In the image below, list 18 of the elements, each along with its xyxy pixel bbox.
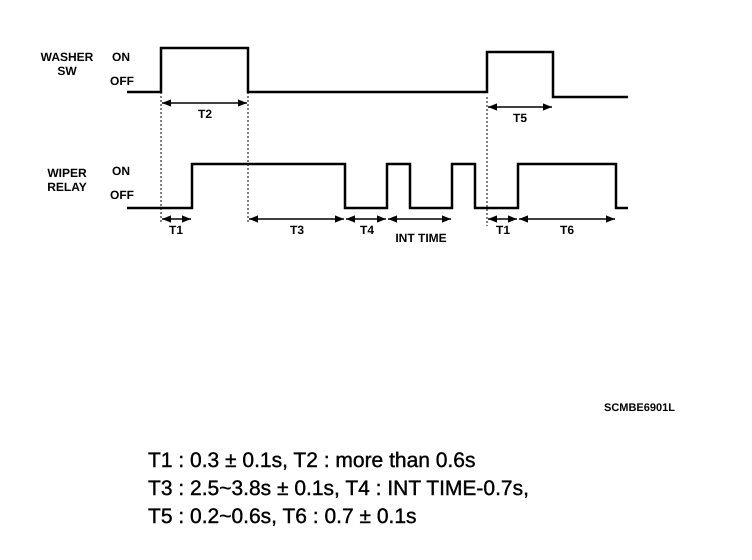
signal-name: WIPER RELAY [46,166,88,195]
figure-code: SCMBE6901L [604,402,675,416]
time-label: T5 [513,111,527,126]
time-label: T3 [290,223,304,238]
time-label: T4 [360,223,374,238]
signal-name: WASHER SW [40,50,94,79]
state-label: ON [112,164,130,178]
state-label: ON [112,50,130,64]
state-label: OFF [110,188,134,202]
time-label: T1 [496,223,510,238]
time-label: T6 [560,223,574,238]
note-text: T5 : 0.2~0.6s, T6 : 0.7 ± 0.1s [148,504,417,530]
note-text: T1 : 0.3 ± 0.1s, T2 : more than 0.6s [148,448,476,474]
state-label: OFF [110,74,134,88]
note-text: T3 : 2.5~3.8s ± 0.1s, T4 : INT TIME-0.7s, [148,476,529,502]
time-label: INT TIME [395,231,447,246]
time-label: T1 [169,223,183,238]
time-label: T2 [198,107,212,122]
